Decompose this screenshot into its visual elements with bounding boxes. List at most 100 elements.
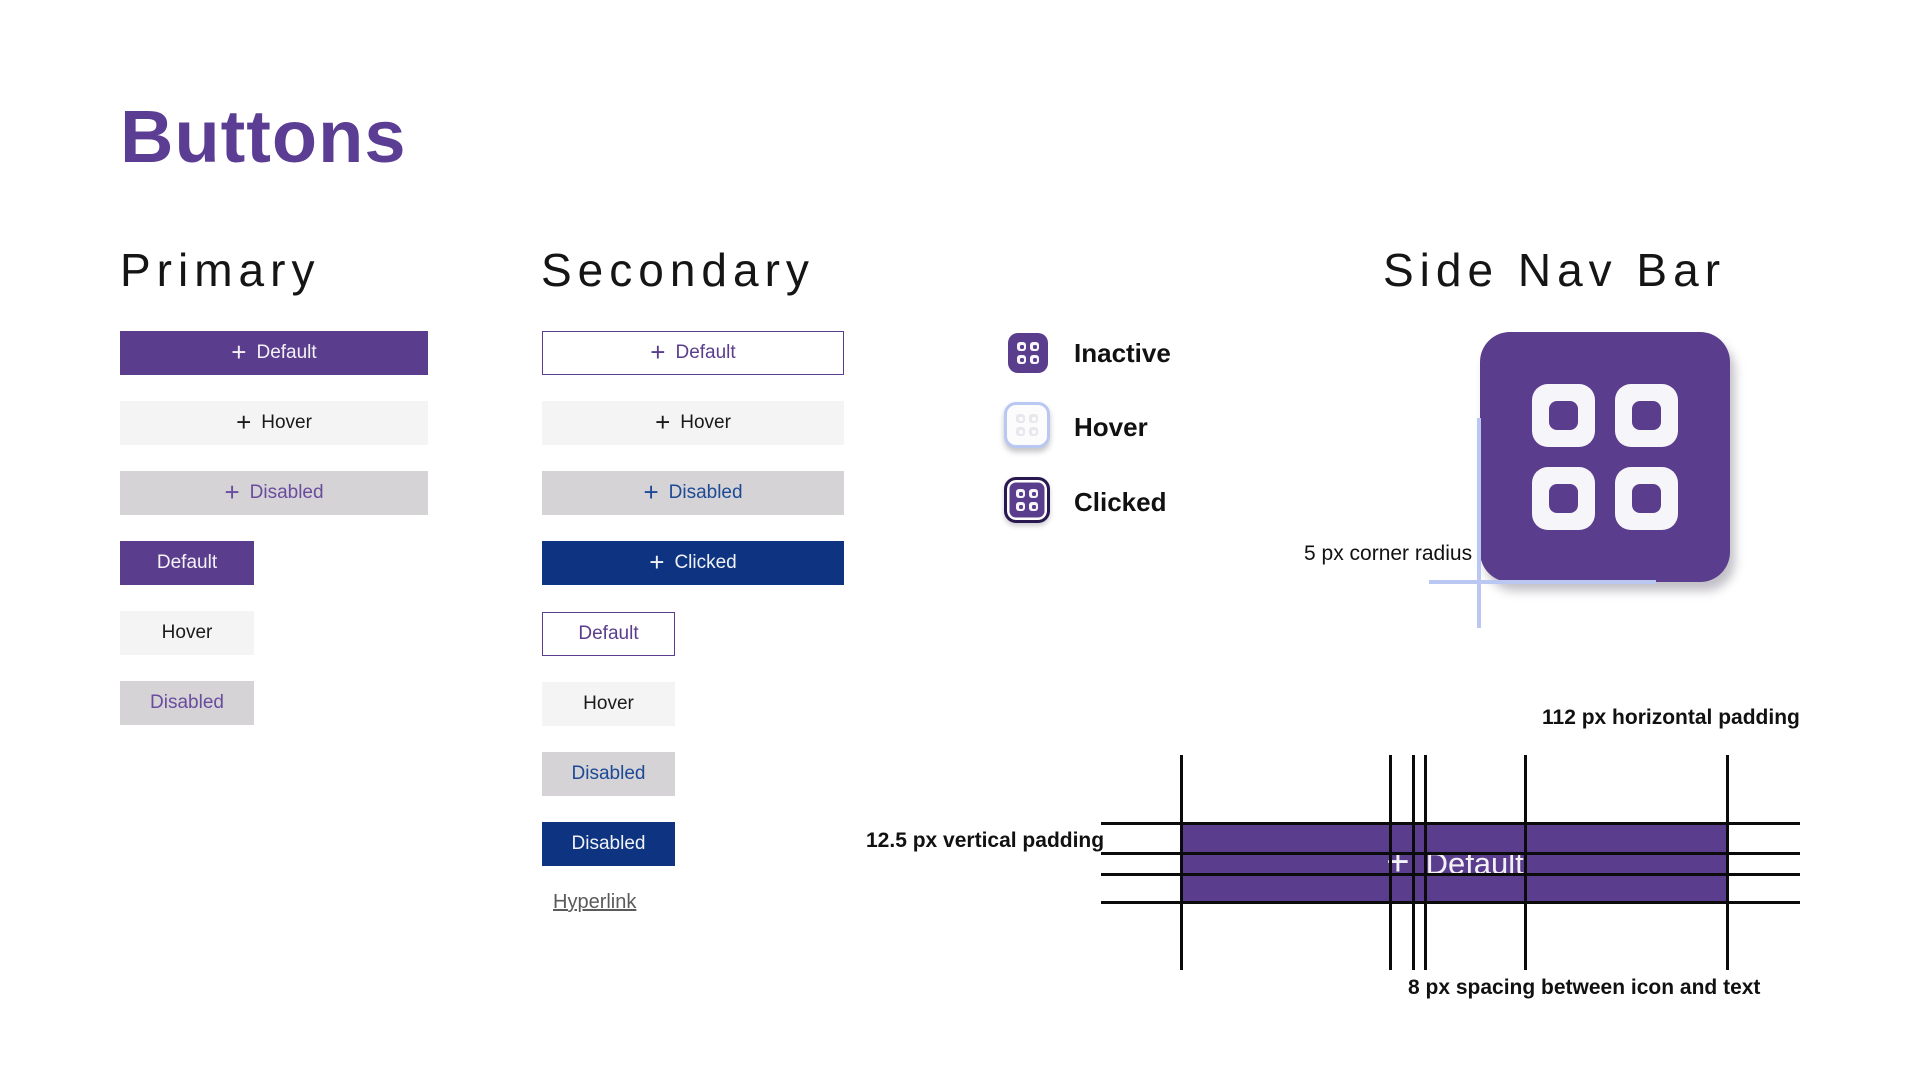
- grid-glyph: [1017, 342, 1039, 364]
- grid-cell-hole: [1019, 357, 1024, 362]
- secondary-disabled-button[interactable]: + Disabled: [542, 471, 844, 515]
- plus-icon: +: [1386, 839, 1410, 884]
- plus-icon: +: [655, 407, 671, 437]
- measure-line-bar-left: [1180, 755, 1183, 970]
- default-button-specimen[interactable]: + Default: [1182, 824, 1728, 903]
- vertical-padding-annotation: 12.5 px vertical padding: [866, 829, 1105, 852]
- measure-line-icon-left: [1389, 755, 1392, 970]
- grid-icon-clicked[interactable]: [1004, 477, 1050, 523]
- grid-glyph: [1016, 489, 1038, 511]
- grid-cell: [1029, 427, 1038, 436]
- button-label: Disabled: [571, 763, 646, 784]
- secondary-default-button[interactable]: + Default: [542, 331, 844, 375]
- grid-cell-hole: [1031, 429, 1036, 434]
- grid-cell-hole: [1018, 429, 1023, 434]
- button-label: Hover: [161, 622, 213, 643]
- grid-cell-hole: [1031, 491, 1036, 496]
- primary-default-button[interactable]: + Default: [120, 331, 428, 375]
- state-label-clicked: Clicked: [1074, 487, 1167, 517]
- grid-cell-hole: [1032, 357, 1037, 362]
- grid-cell: [1016, 427, 1025, 436]
- button-label: Default: [578, 623, 639, 644]
- plus-icon: +: [224, 477, 240, 507]
- primary-hover-small-button[interactable]: Hover: [120, 611, 254, 655]
- grid-cell-hole: [1632, 484, 1661, 513]
- grid-glyph-large: [1532, 384, 1678, 530]
- state-label-inactive: Inactive: [1074, 338, 1171, 368]
- grid-cell-hole: [1031, 504, 1036, 509]
- grid-cell: [1029, 502, 1038, 511]
- button-label: Hover: [680, 412, 731, 433]
- primary-disabled-small-button[interactable]: Disabled: [120, 681, 254, 725]
- button-label: Default: [675, 342, 736, 363]
- horizontal-padding-annotation: 112 px horizontal padding: [1542, 706, 1800, 729]
- grid-cell-hole: [1549, 401, 1578, 430]
- grid-cell: [1030, 355, 1039, 364]
- grid-cell-hole: [1018, 416, 1023, 421]
- grid-cell: [1016, 502, 1025, 511]
- secondary-default-small-button[interactable]: Default: [542, 612, 675, 656]
- grid-cell-hole: [1032, 344, 1037, 349]
- secondary-hover-button[interactable]: + Hover: [542, 401, 844, 445]
- measure-line-text-left: [1424, 755, 1427, 970]
- grid-icon-hover[interactable]: [1004, 402, 1050, 448]
- secondary-section-heading: Secondary: [541, 244, 815, 296]
- grid-cell: [1016, 414, 1025, 423]
- grid-cell-hole: [1632, 401, 1661, 430]
- secondary-hover-small-button[interactable]: Hover: [542, 682, 675, 726]
- button-label: Default: [1425, 845, 1524, 881]
- corner-guide-line-horizontal: [1429, 580, 1656, 584]
- button-label: Disabled: [571, 833, 646, 854]
- grid-cell: [1029, 414, 1038, 423]
- grid-cell-hole: [1019, 344, 1024, 349]
- sidenav-section-heading: Side Nav Bar: [1383, 244, 1727, 296]
- grid-cell: [1017, 355, 1026, 364]
- sidenav-grid-icon-specimen[interactable]: [1480, 332, 1730, 582]
- button-label: Clicked: [674, 552, 737, 573]
- grid-cell: [1615, 467, 1678, 530]
- page-title: Buttons: [120, 95, 407, 178]
- hyperlink-link[interactable]: Hyperlink: [553, 891, 637, 913]
- grid-cell: [1016, 489, 1025, 498]
- secondary-disabled-navy-small-button[interactable]: Disabled: [542, 822, 675, 866]
- measure-line-text-bottom: [1101, 873, 1800, 876]
- grid-cell-hole: [1018, 504, 1023, 509]
- icon-text-spacing-annotation: 8 px spacing between icon and text: [1408, 976, 1761, 999]
- secondary-clicked-button[interactable]: + Clicked: [542, 541, 844, 585]
- button-label: Hover: [261, 412, 312, 433]
- grid-cell: [1615, 384, 1678, 447]
- measure-line-text-right: [1524, 755, 1527, 970]
- grid-cell-hole: [1031, 416, 1036, 421]
- measure-line-text-top: [1101, 852, 1800, 855]
- plus-icon: +: [643, 477, 659, 507]
- grid-cell-hole: [1549, 484, 1578, 513]
- button-label: Default: [156, 552, 218, 573]
- primary-hover-button[interactable]: + Hover: [120, 401, 428, 445]
- measure-line-bar-top: [1101, 822, 1800, 825]
- button-label: Hover: [583, 693, 634, 714]
- grid-cell: [1030, 342, 1039, 351]
- plus-icon: +: [650, 337, 666, 367]
- grid-cell: [1017, 342, 1026, 351]
- button-label: Default: [256, 342, 317, 363]
- button-label: Disabled: [249, 482, 324, 503]
- primary-default-small-button[interactable]: Default: [120, 541, 254, 585]
- button-label: Disabled: [668, 482, 743, 503]
- button-label: Disabled: [150, 692, 224, 713]
- state-label-hover: Hover: [1074, 412, 1148, 442]
- grid-icon-inactive[interactable]: [1008, 333, 1048, 373]
- corner-guide-line-vertical: [1477, 418, 1481, 628]
- grid-cell: [1532, 384, 1595, 447]
- primary-section-heading: Primary: [120, 244, 321, 296]
- measure-line-bar-right: [1726, 755, 1729, 970]
- secondary-disabled-small-button[interactable]: Disabled: [542, 752, 675, 796]
- grid-cell: [1532, 467, 1595, 530]
- primary-disabled-button[interactable]: + Disabled: [120, 471, 428, 515]
- measure-line-bar-bottom: [1101, 901, 1800, 904]
- corner-radius-annotation: 5 px corner radius: [1304, 542, 1473, 565]
- grid-glyph: [1016, 414, 1038, 436]
- plus-icon: +: [231, 337, 247, 367]
- grid-cell: [1029, 489, 1038, 498]
- grid-cell-hole: [1018, 491, 1023, 496]
- plus-icon: +: [236, 407, 252, 437]
